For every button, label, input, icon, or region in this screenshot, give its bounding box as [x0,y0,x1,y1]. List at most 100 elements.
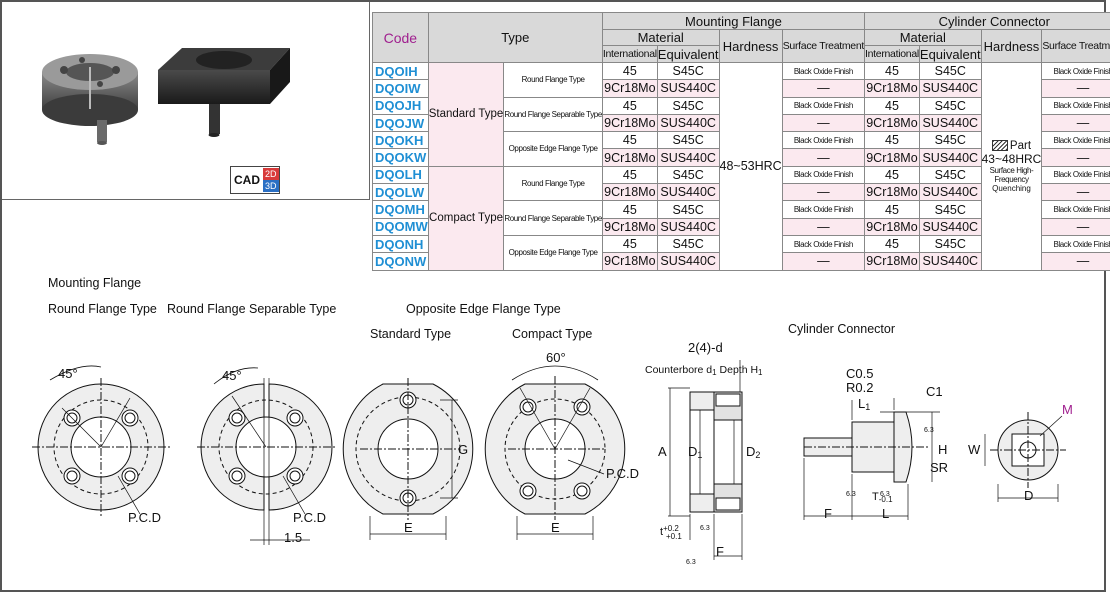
cad-2d-badge[interactable]: 2D [263,168,279,180]
dim-45-separable: 45° [222,368,242,383]
header-mf-equivalent: Equivalent [656,45,720,63]
dim-gap: 1.5 [284,530,302,545]
row-cc-international: 9Cr18Mo [864,113,920,133]
drawing-flange-side [668,360,743,560]
header-cc-hardness: Hardness [980,29,1043,63]
header-mf-material: Material [601,29,720,46]
row-group: Standard Type [427,62,505,167]
row-code: DQONH [372,234,429,254]
row-mf-surface: Black Oxide Finish [781,131,866,150]
row-subtype: Round Flange Separable Type [503,96,603,133]
header-mounting-flange: Mounting Flange [601,12,866,30]
row-cc-equivalent: SUS440C [918,217,982,236]
cad-badge[interactable]: CAD 2D 3D [230,166,280,194]
row-mf-equivalent: S45C [656,234,720,254]
row-mf-surface: — [781,113,866,133]
roughness-mark-1: 6.3 [924,427,934,434]
dim-holes: 2(4)-d [688,340,723,355]
dim-H: H [938,442,947,457]
row-mf-surface: — [781,252,866,271]
label-mounting-flange: Mounting Flange [48,276,142,290]
dim-D1: D1 [688,444,702,460]
drawing-round-flange-separable [197,367,335,545]
row-cc-equivalent: S45C [918,61,982,81]
dim-D: D [1024,488,1033,503]
row-mf-equivalent: SUS440C [656,79,720,98]
hatch-icon [991,140,1008,152]
row-mf-surface: — [781,183,866,202]
dim-L1: L1 [858,396,870,412]
row-mf-international: 9Cr18Mo [601,252,658,271]
row-mf-surface: Black Oxide Finish [781,234,866,254]
roughness-mark-5: 6.3 [686,559,696,566]
row-cc-international: 45 [864,131,920,150]
row-group: Compact Type [427,165,505,271]
row-cc-international: 45 [864,234,920,254]
roughness-mark-4: 6.3 [700,525,710,532]
row-code: DQOKH [372,131,429,150]
row-cc-equivalent: SUS440C [918,183,982,202]
row-code: DQOMW [372,217,429,236]
drawing-round-flange [32,365,170,516]
row-mf-equivalent: S45C [656,131,720,150]
header-mf-hardness: Hardness [718,29,783,63]
cad-label: CAD [234,173,260,187]
dim-60: 60° [546,350,566,365]
dim-L: L [882,506,889,521]
drawing-opposite-edge-compact [484,365,626,540]
row-cc-equivalent: S45C [918,234,982,254]
row-mf-equivalent: SUS440C [656,148,720,167]
drawing-cylinder-end [984,412,1066,502]
row-cc-surface: — [1041,183,1110,202]
row-cc-surface: Black Oxide Finish [1041,200,1110,219]
dim-W: W [968,442,981,457]
row-code: DQOMH [372,200,429,219]
row-mf-equivalent: SUS440C [656,252,720,271]
dim-M: M [1062,402,1073,417]
header-code: Code [372,12,429,63]
row-code: DQOLH [372,165,429,185]
product-photo: CAD 2D 3D [2,2,370,200]
row-cc-international: 9Cr18Mo [864,79,920,98]
dim-counterbore: Counterbore d1 Depth H1 [645,364,763,377]
label-cylinder-connector: Cylinder Connector [788,322,895,336]
row-code: DQOJW [372,113,429,133]
row-mf-international: 45 [601,96,658,115]
row-cc-equivalent: S45C [918,131,982,150]
row-code: DQOIW [372,79,429,98]
row-mf-international: 45 [601,61,658,81]
dim-SR: SR [930,460,948,475]
row-mf-surface: Black Oxide Finish [781,96,866,115]
row-mf-hardness: 48~53HRC [718,62,783,271]
row-mf-surface: — [781,79,866,98]
row-cc-international: 9Cr18Mo [864,148,920,167]
row-cc-international: 9Cr18Mo [864,252,920,271]
dim-45-round: 45° [58,366,78,381]
row-mf-international: 45 [601,165,658,185]
dim-T: T-0.1 [872,491,893,504]
header-type: Type [427,12,603,63]
row-mf-surface: Black Oxide Finish [781,165,866,185]
row-cc-international: 45 [864,61,920,81]
header-cc-surface: Surface Treatment [1041,29,1110,63]
page-frame [0,0,1106,592]
label-standard: Standard Type [370,327,452,341]
roughness-mark-2: 6.3 [846,491,856,498]
row-subtype: Opposite Edge Flange Type [503,234,603,271]
header-mf-surface: Surface Treatment [781,29,866,63]
cad-3d-badge[interactable]: 3D [263,180,279,192]
product-photo-image [42,48,290,145]
row-mf-surface: — [781,217,866,236]
drawing-cylinder-side [803,398,940,520]
row-cc-surface: Black Oxide Finish [1041,61,1110,81]
row-subtype: Round Flange Type [503,165,603,202]
